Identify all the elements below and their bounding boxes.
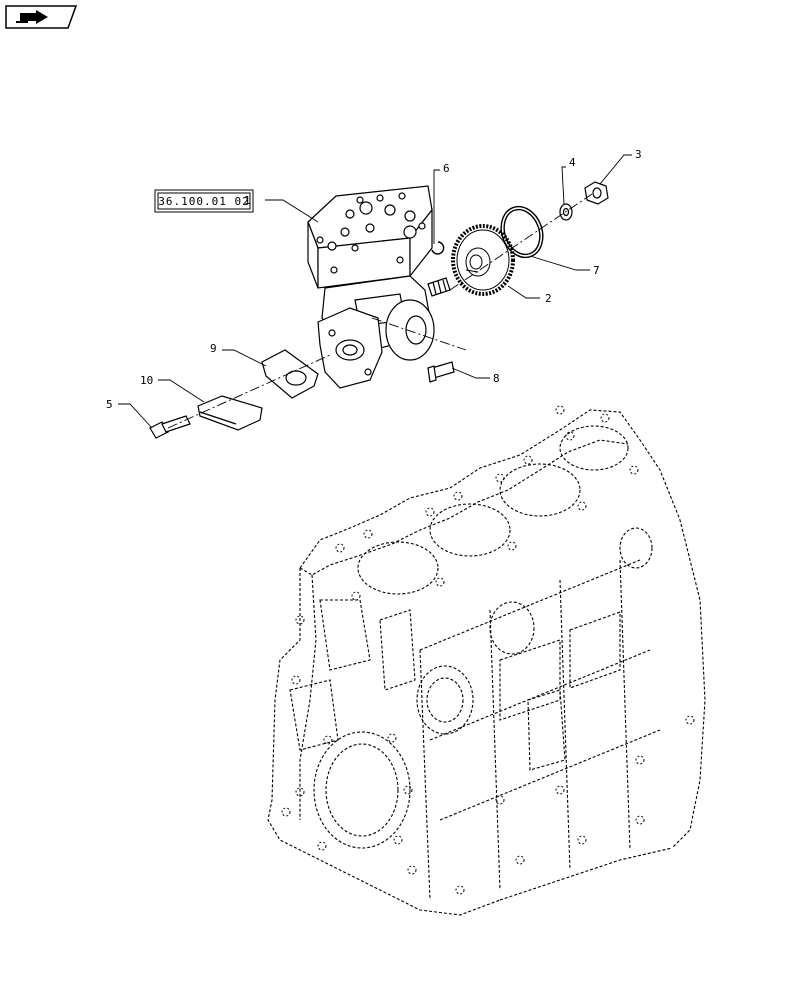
- engine-block-phantom: [267, 409, 706, 916]
- reference-box[interactable]: 36.100.01 02: [154, 189, 254, 213]
- callout-5: 5: [106, 398, 113, 411]
- nut[interactable]: [584, 181, 609, 205]
- assembly-centerline: [167, 193, 593, 429]
- gasket[interactable]: [261, 349, 319, 399]
- leader-lines: [118, 154, 632, 429]
- callout-2: 2: [545, 292, 552, 305]
- callout-9: 9: [210, 342, 217, 355]
- snap-ring[interactable]: [431, 241, 445, 255]
- engine-block-bolt-holes: [281, 405, 695, 895]
- callout-1: 1: [244, 194, 251, 207]
- cover-plate[interactable]: [197, 395, 263, 431]
- drive-gear[interactable]: [451, 224, 515, 296]
- navigation-button[interactable]: [5, 5, 78, 29]
- callout-6: 6: [443, 162, 450, 175]
- callout-10: 10: [140, 374, 153, 387]
- callout-7: 7: [593, 264, 600, 277]
- air-compressor[interactable]: [307, 185, 451, 389]
- callout-4: 4: [569, 156, 576, 169]
- bolt-8[interactable]: [427, 361, 455, 383]
- reference-box-text: 36.100.01 02: [158, 195, 249, 208]
- callout-3: 3: [635, 148, 642, 161]
- navigation-arrow-icon: [16, 10, 48, 24]
- callout-8: 8: [493, 372, 500, 385]
